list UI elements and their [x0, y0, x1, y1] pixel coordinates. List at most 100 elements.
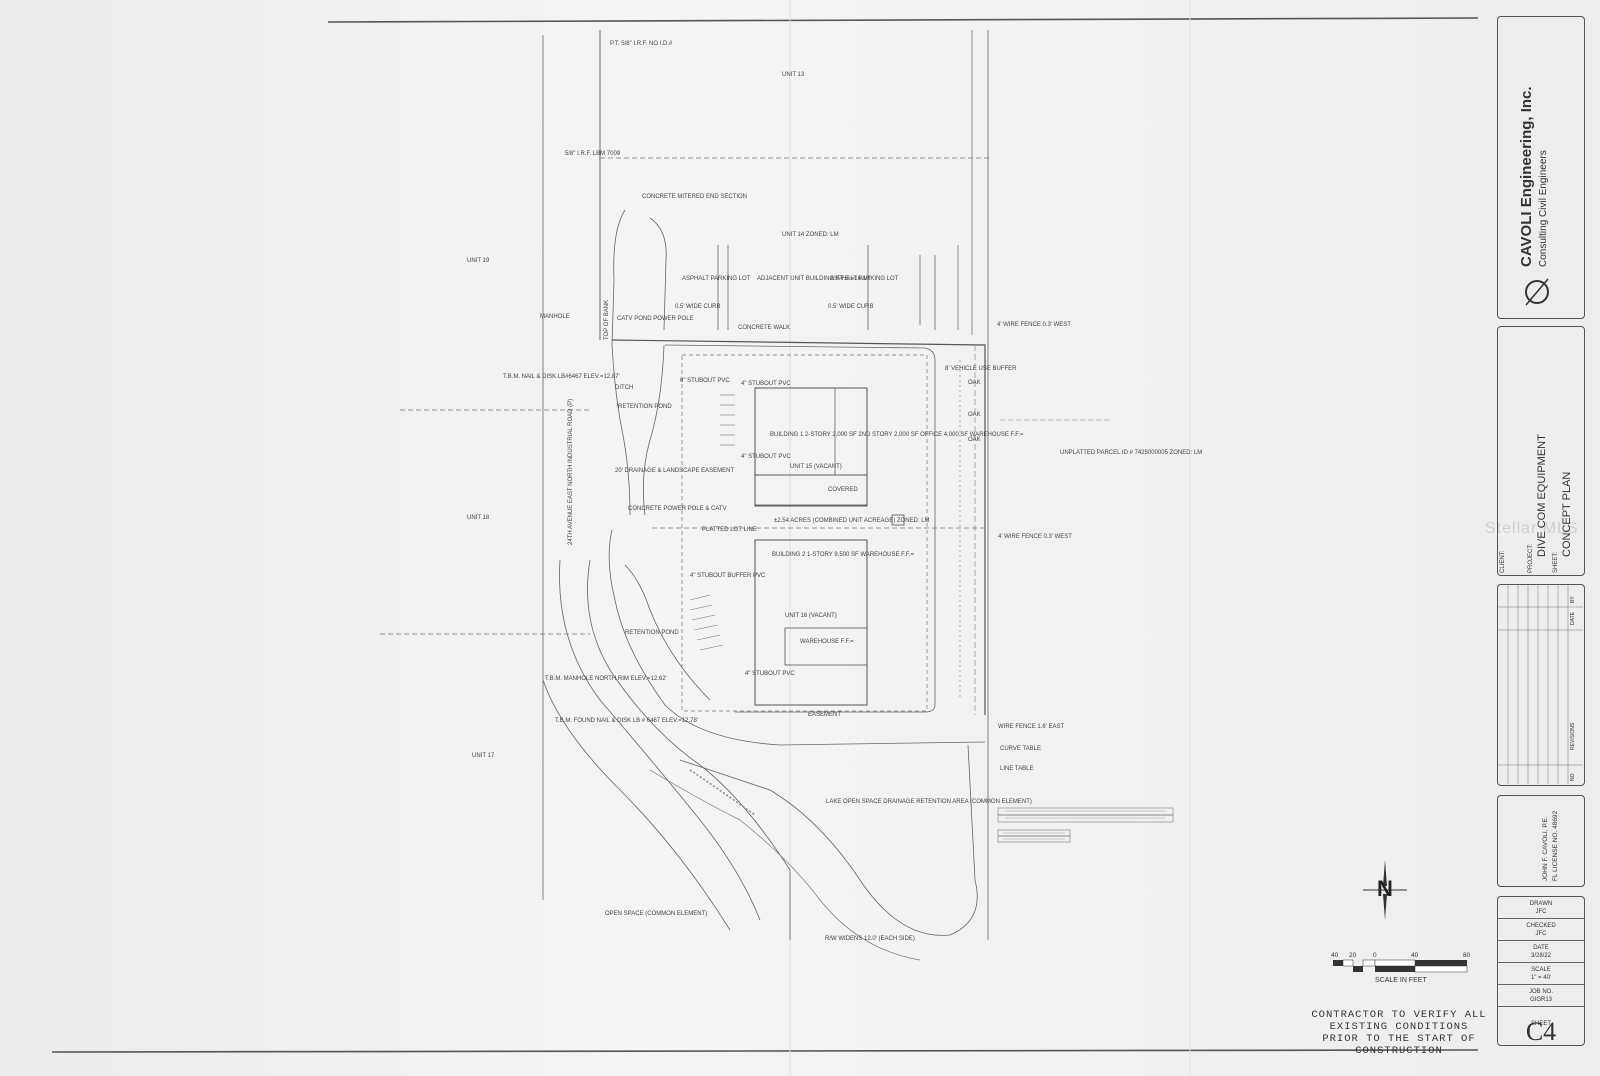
- contractor-note: CONTRACTOR TO VERIFY ALL EXISTING CONDIT…: [1311, 1009, 1487, 1057]
- scale-caption: SCALE IN FEET: [1375, 977, 1427, 984]
- checked-value: JFC: [1535, 930, 1547, 937]
- sheet-number: C4: [1525, 1017, 1557, 1046]
- unit-16-label: UNIT 16 (VACANT): [785, 613, 837, 619]
- drainage-easement-label: 20' DRAINAGE & LANDSCAPE EASEMENT: [615, 468, 735, 474]
- line-table-label: LINE TABLE: [1000, 766, 1033, 772]
- covered-label: COVERED: [828, 487, 858, 493]
- scale-tick-3: 40: [1411, 952, 1419, 959]
- oak-2-label: OAK: [968, 412, 981, 418]
- road-label: 24TH AVENUE EAST NORTH INDUSTRIAL ROAD (…: [568, 399, 574, 545]
- engineer-license: FL LICENSE NO. 48692: [1552, 810, 1559, 881]
- easement-label: EASEMENT: [808, 712, 841, 718]
- catv-pole-label: CATV POND POWER POLE: [617, 316, 694, 322]
- scale-tick-0: 40: [1331, 952, 1339, 959]
- stubout-pvc-2-label: 4" STUBOUT PVC: [741, 381, 791, 387]
- firm-title-block: CAVOLI Engineering, Inc. Consulting Civi…: [1497, 16, 1585, 319]
- unit-17-label: UNIT 17: [472, 753, 495, 759]
- checked-label: CHECKED: [1526, 922, 1556, 929]
- engineer-name: JOHN F. CAVOLI, P.E.: [1542, 816, 1549, 881]
- scale-bar: 40 20 0 40 80 SCALE IN FEET: [1327, 950, 1477, 1000]
- manhole-label: MANHOLE: [540, 314, 570, 320]
- north-arrow: N: [1363, 860, 1407, 920]
- lake-label: LAKE OPEN SPACE DRAINAGE RETENTION AREA …: [826, 799, 1032, 805]
- adjacent-building-label: ADJACENT UNIT BUILDING F.F.E.=16.10': [757, 276, 870, 282]
- watermark: Stellar MLS: [1485, 520, 1579, 537]
- drawn-label: DRAWN: [1529, 900, 1553, 907]
- concrete-end-label: CONCRETE MITERED END SECTION: [642, 194, 747, 200]
- project-name: DIVE COM EQUIPMENT: [1536, 434, 1548, 557]
- warehouse-label: WAREHOUSE F.F.=: [800, 639, 854, 645]
- tbm-found-label: T.B.M. FOUND NAIL & DISK LB # 6467 ELEV.…: [555, 718, 698, 724]
- curb-right-label: 0.5' WIDE CURB: [828, 304, 874, 310]
- sheet-info-block: DRAWN JFC CHECKED JFC DATE 3/28/22 SCALE…: [1497, 896, 1585, 1046]
- stubout-pvc-5-label: 4" STUBOUT PVC: [745, 671, 795, 677]
- building-2-label: BUILDING 2 1-STORY 9,500 SF WAREHOUSE F.…: [772, 552, 914, 558]
- north-arrow-icon: N: [1363, 860, 1407, 920]
- asphalt-left-label: ASPHALT PARKING LOT: [682, 276, 751, 282]
- revision-date-header: DATE: [1570, 612, 1576, 625]
- project-title-block: CLIENT: PROJECT: DIVE COM EQUIPMENT SHEE…: [1497, 326, 1585, 576]
- scale-label: SCALE: [1531, 966, 1551, 973]
- unit-15-label: UNIT 15 (VACANT): [790, 464, 842, 470]
- ditch-label: DITCH: [615, 385, 633, 391]
- rw-widens-label: R/W WIDENS 12.0' (EACH SIDE): [825, 936, 915, 942]
- checked-cell: CHECKED JFC: [1498, 919, 1584, 941]
- sheet-number-cell: SHEET C4: [1498, 1007, 1584, 1049]
- irf-lbm-label: 5/8" I.R.F. LBM 7009: [565, 151, 621, 157]
- top-irf-label: P.T. 5/8" I.R.F. NO I.D.#: [610, 41, 673, 47]
- scale-tick-1: 20: [1349, 952, 1357, 959]
- tbm-top-label: T.B.M. NAIL & DISK LB#6467 ELEV.=12.87': [503, 374, 620, 380]
- tbm-manhole-label: T.B.M. MANHOLE NORTH RIM ELEV.=12.62': [545, 676, 667, 682]
- revision-no-header: NO.: [1570, 772, 1576, 781]
- open-space-label: OPEN SPACE (COMMON ELEMENT): [605, 911, 707, 917]
- curve-table-label: CURVE TABLE: [1000, 746, 1041, 752]
- wire-fence-mid-label: 4' WIRE FENCE 0.3' WEST: [998, 534, 1072, 540]
- firm-subtitle: Consulting Civil Engineers: [1538, 150, 1549, 267]
- sheet-number-label: SHEET: [1530, 1021, 1551, 1027]
- sheet-title-label: SHEET:: [1553, 551, 1559, 573]
- concrete-walk-label: CONCRETE WALK: [738, 325, 790, 331]
- engineer-block: JOHN F. CAVOLI, P.E. FL LICENSE NO. 4869…: [1497, 795, 1585, 887]
- drawn-value: JFC: [1535, 908, 1547, 915]
- acres-label: ±2.54 ACRES (COMBINED UNIT ACREAGE) ZONE…: [774, 518, 930, 524]
- scale-tick-4: 80: [1463, 952, 1471, 959]
- firm-logo-icon: [1525, 278, 1549, 306]
- stubout-pvc-1-label: 6" STUBOUT PVC: [680, 378, 730, 384]
- stubout-pvc-3-label: 4" STUBOUT PVC: [741, 454, 791, 460]
- project-label: PROJECT:: [1528, 543, 1534, 573]
- platted-lot-line-label: PLATTED LOT LINE: [702, 527, 757, 533]
- wire-fence-top-label: 4' WIRE FENCE 0.3' WEST: [997, 322, 1071, 328]
- asphalt-right-label: ASPHALT PARKING LOT: [830, 276, 899, 282]
- wire-fence-bottom-label: WIRE FENCE 1.6' EAST: [998, 724, 1064, 730]
- revisions-header: REVISIONS: [1570, 722, 1576, 750]
- stubout-pvc-4-label: 4" STUBOUT BUFFER PVC: [690, 573, 766, 579]
- scale-cell: SCALE 1" = 40': [1498, 963, 1584, 985]
- unit-19-label: UNIT 19: [467, 258, 490, 264]
- drawn-cell: DRAWN JFC: [1498, 897, 1584, 919]
- job-label: JOB NO.: [1528, 988, 1553, 995]
- top-of-bank-label: TOP OF BANK: [604, 300, 610, 340]
- unit-14-label: UNIT 14 ZONED: LM: [782, 232, 839, 238]
- oak-3-label: OAK: [968, 437, 981, 443]
- building-1-label: BUILDING 1 2-STORY 2,000 SF 2ND STORY 2,…: [770, 432, 1024, 438]
- job-value: GIGR13: [1529, 996, 1552, 1003]
- vehicle-buffer-label: 8' VEHICLE USE BUFFER: [945, 366, 1017, 372]
- unplatted-parcel-label: UNPLATTED PARCEL ID # 7425000005 ZONED: …: [1060, 450, 1202, 456]
- north-letter: N: [1377, 876, 1393, 901]
- revisions-block: NO. REVISIONS DATE BY: [1497, 584, 1585, 786]
- unit-18-label: UNIT 18: [467, 515, 490, 521]
- curb-left-label: 0.5' WIDE CURB: [675, 304, 721, 310]
- scale-value: 1" = 40': [1530, 974, 1552, 981]
- date-cell: DATE 3/28/22: [1498, 941, 1584, 963]
- sheet-title: CONCEPT PLAN: [1561, 471, 1573, 557]
- firm-name: CAVOLI Engineering, Inc.: [1518, 86, 1535, 267]
- date-value: 3/28/22: [1530, 952, 1552, 959]
- concrete-power-label: CONCRETE POWER POLE & CATV: [628, 506, 727, 512]
- date-label: DATE: [1533, 944, 1549, 951]
- scale-tick-2: 0: [1373, 952, 1377, 959]
- retention-pond-bottom-label: RETENTION POND: [625, 630, 679, 636]
- revision-by-header: BY: [1570, 596, 1576, 603]
- job-cell: JOB NO. GIGR13: [1498, 985, 1584, 1007]
